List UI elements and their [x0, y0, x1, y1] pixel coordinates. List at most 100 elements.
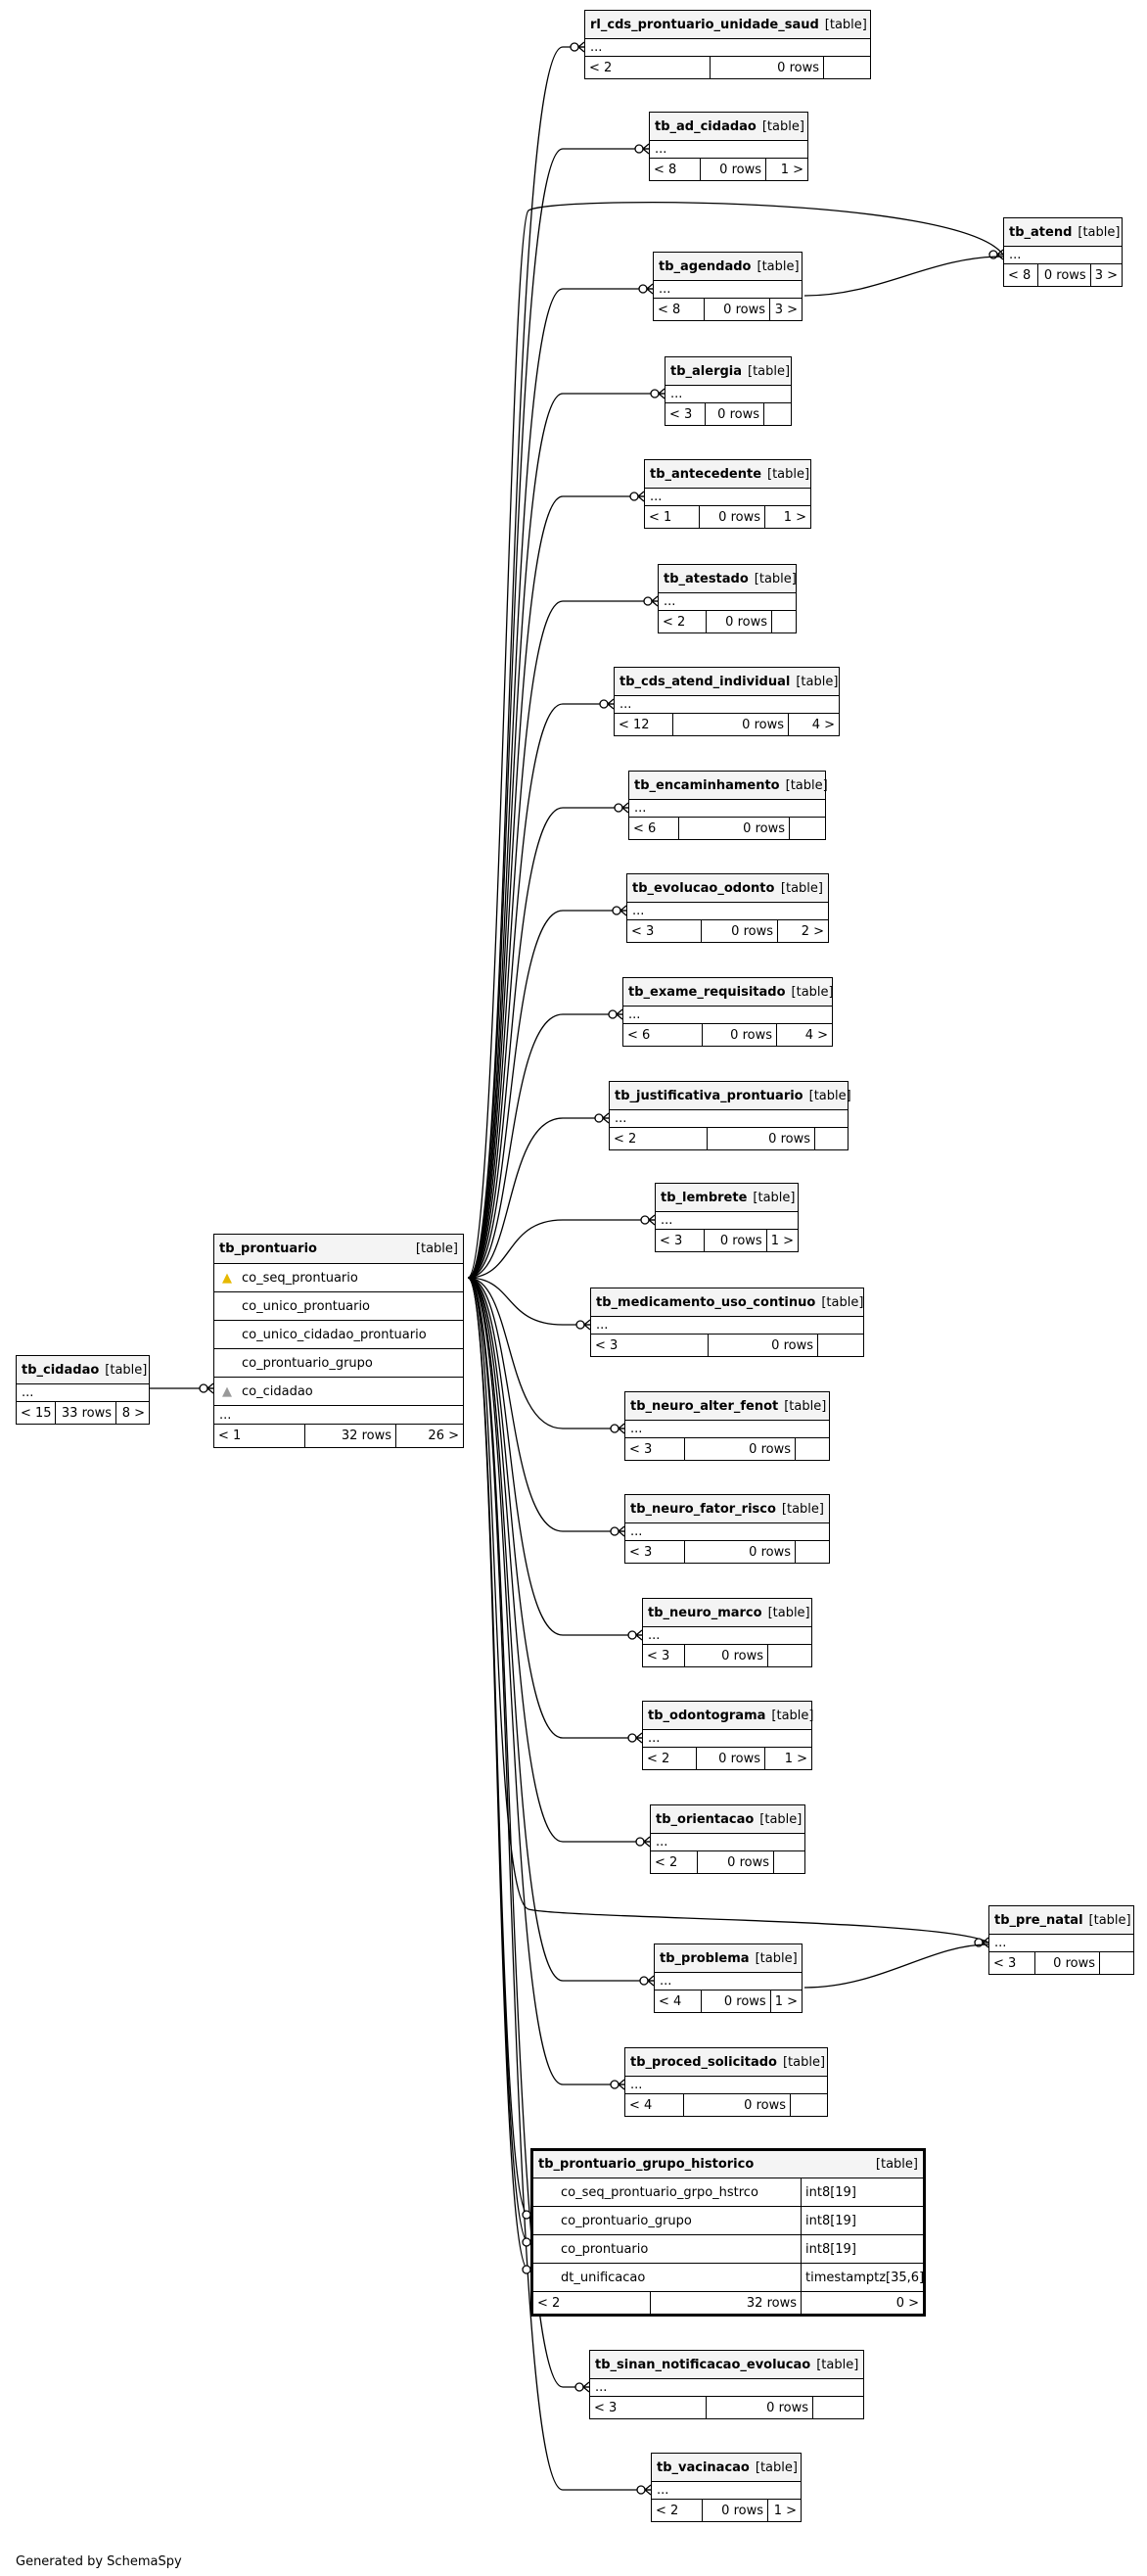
table-name[interactable]: rl_cds_prontuario_unidade_saud: [590, 17, 819, 32]
table-name[interactable]: tb_proced_solicitado: [630, 2054, 777, 2070]
children-count[interactable]: [791, 2094, 827, 2116]
children-count[interactable]: [772, 611, 796, 632]
table-name[interactable]: tb_prontuario: [219, 1241, 317, 1256]
table-name[interactable]: tb_vacinacao: [657, 2459, 750, 2475]
parents-count[interactable]: < 6: [623, 1024, 703, 1046]
table-tb-cidadao[interactable]: tb_cidadao [table] ... < 15 33 rows 8 >: [16, 1355, 150, 1425]
parents-count[interactable]: < 2: [651, 1851, 698, 1873]
children-count[interactable]: [796, 1541, 829, 1563]
children-count[interactable]: 1 >: [774, 1993, 798, 2009]
parents-count[interactable]: < 2: [643, 1748, 697, 1769]
parents-count[interactable]: < 2: [652, 2500, 703, 2521]
children-count[interactable]: [818, 1335, 863, 1356]
table-tb-prontuario-grupo-historico[interactable]: tb_prontuario_grupo_historico [table] co…: [530, 2148, 926, 2317]
table-name[interactable]: tb_prontuario_grupo_historico: [538, 2157, 755, 2172]
parents-count[interactable]: < 8: [654, 299, 705, 320]
table-tb-sinan-notificacao-evolucao[interactable]: tb_sinan_notificacao_evolucao[table]...<…: [589, 2350, 864, 2419]
table-name[interactable]: tb_orientacao: [656, 1811, 755, 1827]
table-name[interactable]: tb_antecedente: [650, 466, 762, 482]
children-count[interactable]: [768, 1645, 811, 1666]
table-name[interactable]: tb_cds_atend_individual: [619, 674, 791, 689]
table-name[interactable]: tb_alergia: [670, 363, 743, 379]
children-count[interactable]: [824, 57, 870, 78]
children-count[interactable]: [815, 1128, 848, 1149]
table-rl-cds-prontuario-unidade-saud[interactable]: rl_cds_prontuario_unidade_saud[table]...…: [584, 10, 871, 79]
table-name[interactable]: tb_pre_natal: [994, 1912, 1083, 1928]
table-name[interactable]: tb_justificativa_prontuario: [615, 1088, 803, 1103]
children-count[interactable]: 0 >: [895, 2295, 919, 2311]
parents-count[interactable]: < 3: [665, 403, 706, 425]
children-count[interactable]: [796, 1438, 829, 1460]
children-count[interactable]: 26 >: [428, 1429, 459, 1443]
table-name[interactable]: tb_evolucao_odonto: [632, 880, 775, 896]
table-name[interactable]: tb_neuro_fator_risco: [630, 1501, 776, 1517]
parents-count[interactable]: < 4: [625, 2094, 684, 2116]
children-count[interactable]: 4 >: [804, 1027, 828, 1043]
parents-count[interactable]: < 3: [591, 1335, 709, 1356]
parents-count[interactable]: < 2: [585, 57, 711, 78]
parents-count[interactable]: < 15: [17, 1402, 56, 1424]
parents-count[interactable]: < 12: [615, 714, 673, 735]
parents-count[interactable]: < 3: [625, 1541, 685, 1563]
table-name[interactable]: tb_atend: [1009, 224, 1073, 240]
children-count[interactable]: 1 >: [784, 1751, 807, 1766]
parents-count[interactable]: < 2: [533, 2292, 651, 2314]
table-name[interactable]: tb_odontograma: [648, 1708, 766, 1723]
parents-count[interactable]: < 3: [989, 1952, 1035, 1974]
children-count[interactable]: 2 >: [801, 923, 824, 939]
children-count[interactable]: 1 >: [783, 509, 806, 525]
children-count[interactable]: 1 >: [773, 2503, 797, 2518]
table-name[interactable]: tb_lembrete: [661, 1190, 748, 1205]
parents-count[interactable]: < 3: [656, 1230, 705, 1251]
table-tb-prontuario[interactable]: tb_prontuario [table] ▲ co_seq_prontuari…: [213, 1234, 464, 1448]
parents-count[interactable]: < 3: [643, 1645, 685, 1666]
parents-count[interactable]: < 3: [625, 1438, 685, 1460]
parents-count[interactable]: < 2: [659, 611, 707, 632]
children-count[interactable]: [1100, 1952, 1133, 1974]
children-count[interactable]: 1 >: [770, 1233, 794, 1248]
table-name[interactable]: tb_atestado: [664, 571, 749, 586]
parents-count[interactable]: < 4: [655, 1991, 702, 2012]
table-name[interactable]: tb_cidadao: [22, 1362, 100, 1378]
children-count[interactable]: [790, 818, 825, 839]
parents-count[interactable]: < 2: [610, 1128, 708, 1149]
children-count[interactable]: 3 >: [1094, 267, 1118, 283]
children-count[interactable]: [813, 2397, 863, 2418]
children-count[interactable]: 3 >: [774, 302, 798, 317]
children-count[interactable]: 1 >: [780, 162, 803, 177]
children-count[interactable]: 8 >: [121, 1405, 145, 1421]
parents-count[interactable]: < 6: [629, 818, 679, 839]
parents-count[interactable]: < 8: [1004, 264, 1038, 286]
table-tb-justificativa-prontuario[interactable]: tb_justificativa_prontuario[table]...< 2…: [609, 1081, 851, 1150]
children-count[interactable]: [774, 1851, 804, 1873]
table-name[interactable]: tb_agendado: [659, 258, 752, 274]
children-count[interactable]: [764, 403, 791, 425]
parents-count[interactable]: < 8: [650, 159, 701, 180]
table-name[interactable]: tb_neuro_marco: [648, 1605, 762, 1620]
parents-count[interactable]: < 1: [214, 1425, 305, 1447]
table-name[interactable]: tb_problema: [660, 1950, 750, 1966]
table-name[interactable]: tb_exame_requisitado: [628, 984, 786, 1000]
table-name[interactable]: tb_ad_cidadao: [655, 118, 757, 134]
table-name[interactable]: tb_encaminhamento: [634, 777, 780, 793]
parents-count[interactable]: < 3: [627, 920, 702, 942]
parents-count[interactable]: < 1: [645, 506, 700, 528]
table-name[interactable]: tb_neuro_alter_fenot: [630, 1398, 779, 1414]
